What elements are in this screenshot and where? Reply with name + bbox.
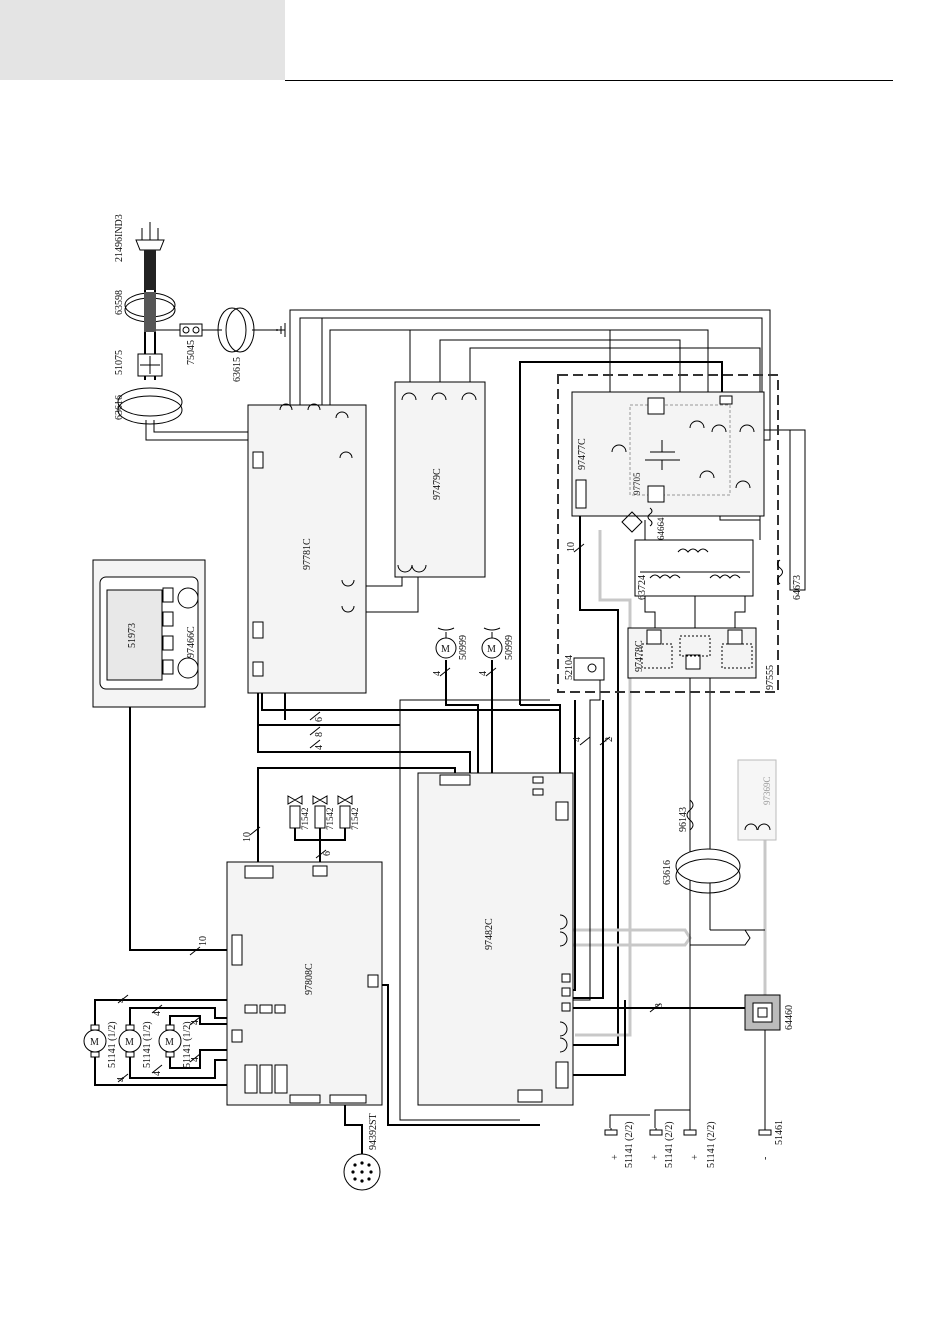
board-97781c-label: 97781C: [302, 538, 313, 570]
group-97555: 97555 97477C 97705 64664 63724 97478C: [557, 374, 803, 693]
motor-b: M 51141 (1/2): [118, 1021, 153, 1068]
connector-94392st-label: 94392ST: [368, 1113, 379, 1150]
fan-a: M 50999: [435, 627, 469, 660]
bus-label: 4: [572, 737, 583, 742]
ferrite-top: 63598: [114, 290, 176, 332]
bus-label: 10: [198, 936, 209, 946]
motor-c: M 51141 (1/2): [158, 1021, 193, 1068]
header-tab: [0, 0, 285, 80]
bus-label: 10: [242, 832, 253, 842]
valves: 71542 71542 71542: [287, 795, 360, 831]
fan-a-symbol: M: [441, 644, 450, 655]
motor-b-label: 51141 (1/2): [142, 1021, 153, 1068]
terminal-a-sign: +: [610, 1154, 621, 1160]
choke-64673-label: 64673: [792, 575, 803, 600]
sensor-52104-label: 52104: [564, 655, 575, 680]
bus-label: 4: [190, 1020, 201, 1025]
header-rule: [285, 80, 893, 81]
bus-label: 4: [116, 1077, 127, 1082]
ferrite-main: 63616: [114, 387, 183, 425]
group-97555-label: 97555: [765, 665, 776, 690]
ground-icon: [276, 323, 286, 337]
motor-c-symbol: M: [165, 1037, 174, 1048]
part-64664-label: 64664: [656, 517, 666, 540]
motor-b-symbol: M: [125, 1037, 134, 1048]
board-97808c: 97808C: [226, 861, 383, 1106]
board-97369c-label: 97369C: [762, 776, 772, 805]
ferrite-top-label: 63598: [114, 290, 125, 315]
terminal-a-label: 51141 (2/2): [624, 1121, 635, 1168]
valve-b-label: 71542: [325, 808, 335, 831]
motor-a-symbol: M: [90, 1037, 99, 1048]
bus-label: 6: [322, 851, 333, 856]
board-97369c: 97369C: [737, 759, 777, 841]
terminals: + + + - 51141 (2/2) 51141 (2/2) 51141 (2…: [604, 1120, 785, 1168]
bus-label: 4: [152, 1071, 163, 1076]
board-97482c: 97482C: [417, 772, 574, 1106]
motor-a: M 51141 (1/2): [83, 1021, 118, 1068]
bus-label: 10: [566, 542, 577, 552]
terminal-b-label: 51141 (2/2): [664, 1121, 675, 1168]
display-board-label: 97466C: [186, 626, 197, 658]
ferrite-lower-label: 63616: [662, 860, 673, 885]
fan-b-label: 50999: [504, 635, 515, 660]
ground-terminal: 75045: [179, 323, 203, 365]
mains-filter-label: 51075: [114, 350, 125, 375]
terminal-neg-sign: -: [760, 1157, 771, 1160]
coil-96143-label: 96143: [678, 807, 689, 832]
bus-label: 4: [314, 745, 325, 750]
board-97781c: 97781C: [247, 403, 367, 694]
board-97478c-label: 97478C: [634, 640, 645, 672]
ground-terminal-label: 75045: [186, 340, 197, 365]
motor-a-label: 51141 (1/2): [107, 1021, 118, 1068]
board-97479c: 97479C: [394, 381, 486, 578]
bus-label: 2: [604, 737, 615, 742]
ferrite-lower: 63616: [662, 848, 741, 894]
mains-filter: 51075: [114, 350, 163, 377]
part-97705-label: 97705: [632, 472, 642, 495]
terminal-c-label: 51141 (2/2): [706, 1121, 717, 1168]
board-97479c-label: 97479C: [432, 468, 443, 500]
fan-icon: [437, 627, 455, 638]
plug: 21496IND3: [114, 214, 165, 290]
fan-b: M 50999: [481, 627, 515, 660]
transformer-label: 63724: [637, 575, 648, 600]
bus-label: 4: [432, 671, 443, 676]
motor-c-label: 51141 (1/2): [182, 1021, 193, 1068]
valve-c-label: 71542: [350, 808, 360, 831]
terminal-b-sign: +: [650, 1154, 661, 1160]
bus-label: 8: [314, 732, 325, 737]
coil-96143: 96143: [678, 799, 694, 832]
terminal-neg-label: 51461: [774, 1120, 785, 1145]
bus-label: 4: [478, 671, 489, 676]
bus-label: 4: [190, 1057, 201, 1062]
board-97477c-label: 97477C: [577, 438, 588, 470]
fan-icon: [483, 627, 501, 638]
bus-label: 6: [314, 717, 325, 722]
bridge-64460-label: 64460: [784, 1005, 795, 1030]
bus-label: 4: [152, 1011, 163, 1016]
display-51973-label: 51973: [127, 623, 138, 648]
ferrite-main-label: 63616: [114, 395, 125, 420]
bus-label: 3: [654, 1003, 665, 1008]
bus-labels: 10 6 8 4 4 4 4 2 10 6 10 3 4 4 4 4 4 4: [116, 542, 665, 1083]
board-97482c-label: 97482C: [484, 918, 495, 950]
bridge-64460: 64460: [744, 994, 795, 1031]
connector-94392st: 94392ST: [343, 1113, 381, 1191]
plug-label: 21496IND3: [114, 214, 125, 262]
valve-a-label: 71542: [300, 808, 310, 831]
board-97808c-label: 97808C: [304, 963, 315, 995]
bus-label: 4: [116, 998, 127, 1003]
ferrite-ground: 63615: [217, 307, 286, 382]
fan-b-symbol: M: [487, 644, 496, 655]
ferrite-ground-label: 63615: [232, 357, 243, 382]
terminal-c-sign: +: [690, 1154, 701, 1160]
display-51973: 51973 97466C: [92, 559, 206, 708]
fan-a-label: 50999: [458, 635, 469, 660]
